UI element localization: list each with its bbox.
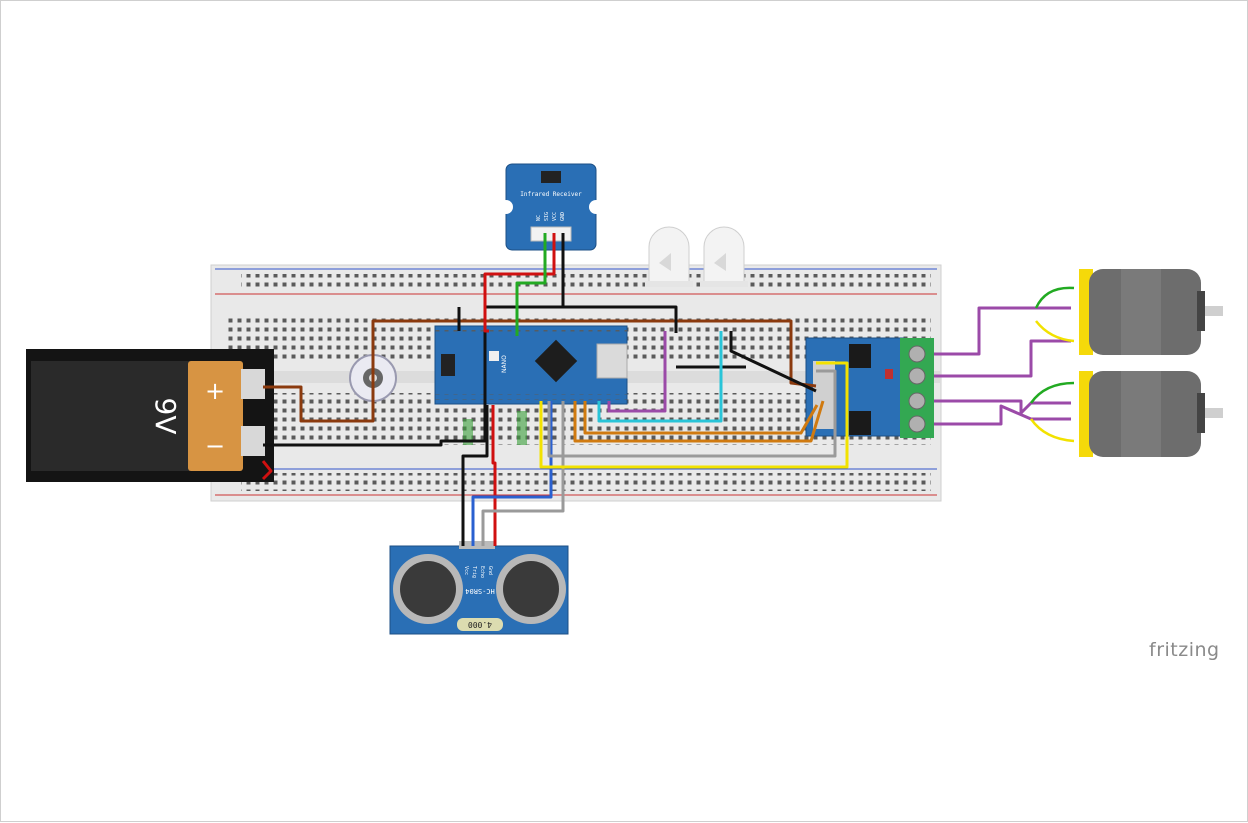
ultrasonic-crystal-label: 4.000: [468, 620, 492, 629]
wire-purple-motor-b2: [934, 404, 1071, 426]
wire-black-ultrasonic: [461, 405, 489, 546]
wire-green-ir-sig: [515, 233, 547, 336]
wire-yellow-motor-bottom: [1029, 418, 1075, 443]
wire-orange-1: [573, 400, 825, 443]
wire-green-motor-bottom: [1029, 381, 1075, 404]
wire-yellow-motor-top: [1035, 320, 1075, 343]
ir-pin-sig: SIG: [544, 212, 550, 221]
wire-blue-trig: [471, 401, 553, 546]
wire-gray-1: [547, 369, 837, 458]
ir-receiver-title: Infrared Receiver: [520, 191, 582, 198]
battery-voltage-label: 9V: [149, 398, 182, 435]
wire-cyan: [597, 331, 723, 423]
motor-driver-module: [805, 337, 934, 438]
ultrasonic-model-label: HC-SR04: [465, 587, 495, 595]
wire-red-ir-vcc: [483, 233, 556, 333]
battery-9v: 9V + −: [26, 349, 274, 482]
wire-green-motor-top: [1034, 286, 1075, 309]
wire-purple-motor-b1: [934, 399, 1071, 415]
power-rail-top: [241, 274, 931, 290]
dc-motor-bottom: [1079, 371, 1223, 457]
ultrasonic-pin-trig: Trig: [471, 566, 477, 578]
led-right: [700, 226, 748, 287]
wire-purple-led: [607, 331, 667, 413]
led-left: [645, 226, 693, 287]
wire-orange-2: [583, 401, 819, 435]
wire-yellow-1: [539, 361, 849, 469]
wires: [261, 233, 1075, 546]
infrared-receiver-module: Infrared Receiver NC SIG VCC GND: [499, 163, 603, 251]
arduino-nano-board: NANO: [434, 325, 628, 405]
ultrasonic-pin-echo: Echo: [479, 566, 485, 578]
arduino-label: NANO: [501, 355, 508, 373]
battery-plus-label: +: [205, 377, 225, 405]
battery-minus-label: −: [205, 432, 225, 460]
wire-purple-motor-a1: [934, 306, 1071, 356]
ultrasonic-pin-gnd: Gnd: [487, 566, 493, 575]
ir-pin-nc: NC: [536, 215, 542, 221]
wire-brown-battery: [263, 319, 817, 423]
ultrasonic-pin-vcc: Vcc: [463, 566, 469, 575]
wire-purple-motor-a2: [934, 339, 1071, 378]
power-rail-bottom: [241, 473, 931, 491]
ir-pin-gnd: GND: [560, 212, 566, 221]
fritzing-watermark: fritzing: [1149, 639, 1220, 661]
wire-red-battery-loop: [261, 460, 273, 481]
ultrasonic-sensor-hc-sr04: 4.000 HC-SR04 Vcc Trig Echo Gnd: [389, 541, 569, 635]
dc-motor-top: [1079, 269, 1223, 355]
wire-black-battery: [263, 305, 678, 447]
wire-black-driver: [729, 331, 817, 393]
ir-pin-vcc: VCC: [552, 212, 558, 221]
wire-red-ultrasonic: [491, 405, 497, 546]
